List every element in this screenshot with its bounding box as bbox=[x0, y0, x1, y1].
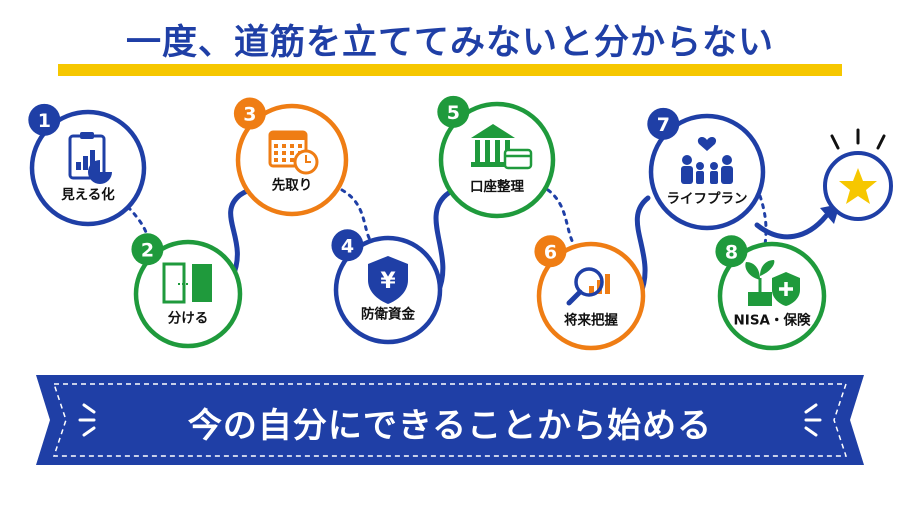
step-badge bbox=[715, 235, 748, 268]
step-3: 3 先取り bbox=[233, 97, 349, 217]
magnifier-chart-icon bbox=[566, 267, 610, 306]
yen-shield-icon: ¥ bbox=[368, 256, 408, 304]
step-badge bbox=[534, 235, 567, 268]
step-number: 5 bbox=[447, 102, 460, 124]
step-number: 1 bbox=[38, 110, 51, 132]
plant-shield-icon bbox=[745, 260, 800, 306]
step-label: 見える化 bbox=[60, 186, 115, 203]
step-4: 4 ¥ 防衛資金 bbox=[331, 229, 443, 345]
family-heart-icon bbox=[681, 137, 733, 184]
step-circle bbox=[648, 113, 766, 231]
step-badge bbox=[331, 229, 364, 262]
title-highlight bbox=[58, 64, 842, 76]
step-label: 分ける bbox=[168, 311, 209, 327]
step-badge bbox=[131, 233, 164, 266]
step-number: 8 bbox=[725, 241, 738, 263]
step-2: 2 分ける bbox=[131, 233, 243, 349]
step-number: 7 bbox=[657, 114, 670, 136]
step-6: 6 将来把握 bbox=[534, 235, 646, 351]
step-1: 1 見える化 bbox=[28, 103, 147, 227]
split-boxes-icon bbox=[162, 262, 212, 304]
step-number: 3 bbox=[243, 104, 256, 126]
svg-text:¥: ¥ bbox=[380, 269, 396, 294]
step-label: NISA・保険 bbox=[734, 312, 811, 329]
step-label: 口座整理 bbox=[470, 178, 524, 195]
star-icon bbox=[839, 168, 877, 204]
step-label: ライフプラン bbox=[667, 191, 748, 207]
goal bbox=[823, 128, 893, 221]
step-number: 2 bbox=[141, 239, 154, 261]
banner-text: 今の自分にできることから始める bbox=[187, 406, 713, 446]
clipboard-chart-icon bbox=[68, 132, 112, 184]
step-5: 5 口座整理 bbox=[437, 95, 556, 219]
step-badge bbox=[28, 103, 61, 136]
step-label: 防衛資金 bbox=[361, 306, 415, 323]
page-title: 一度、道筋を立ててみないと分からない bbox=[125, 23, 774, 63]
sparkle-right bbox=[804, 403, 822, 437]
sparkle-left bbox=[78, 403, 96, 437]
step-badge bbox=[437, 95, 470, 128]
step-label: 将来把握 bbox=[564, 312, 618, 329]
banner-ribbon bbox=[36, 375, 864, 465]
step-circle bbox=[133, 239, 243, 349]
step-7: 7 ライフプラン bbox=[647, 107, 766, 231]
step-badge bbox=[647, 107, 680, 140]
step-number: 4 bbox=[341, 235, 354, 257]
steps-group: 1 見える化 2 分ける 3 先取り 4 ¥ 防衛資金 5 口座整理 6 将来把握 7 ライフプラン 8NIS… bbox=[28, 95, 827, 351]
step-badge bbox=[233, 97, 266, 130]
calendar-clock-icon bbox=[268, 130, 319, 175]
bank-card-icon bbox=[471, 124, 533, 170]
step-label: 先取り bbox=[272, 177, 313, 194]
step-number: 6 bbox=[544, 241, 557, 263]
title-block: 一度、道筋を立ててみないと分からない bbox=[0, 14, 900, 76]
